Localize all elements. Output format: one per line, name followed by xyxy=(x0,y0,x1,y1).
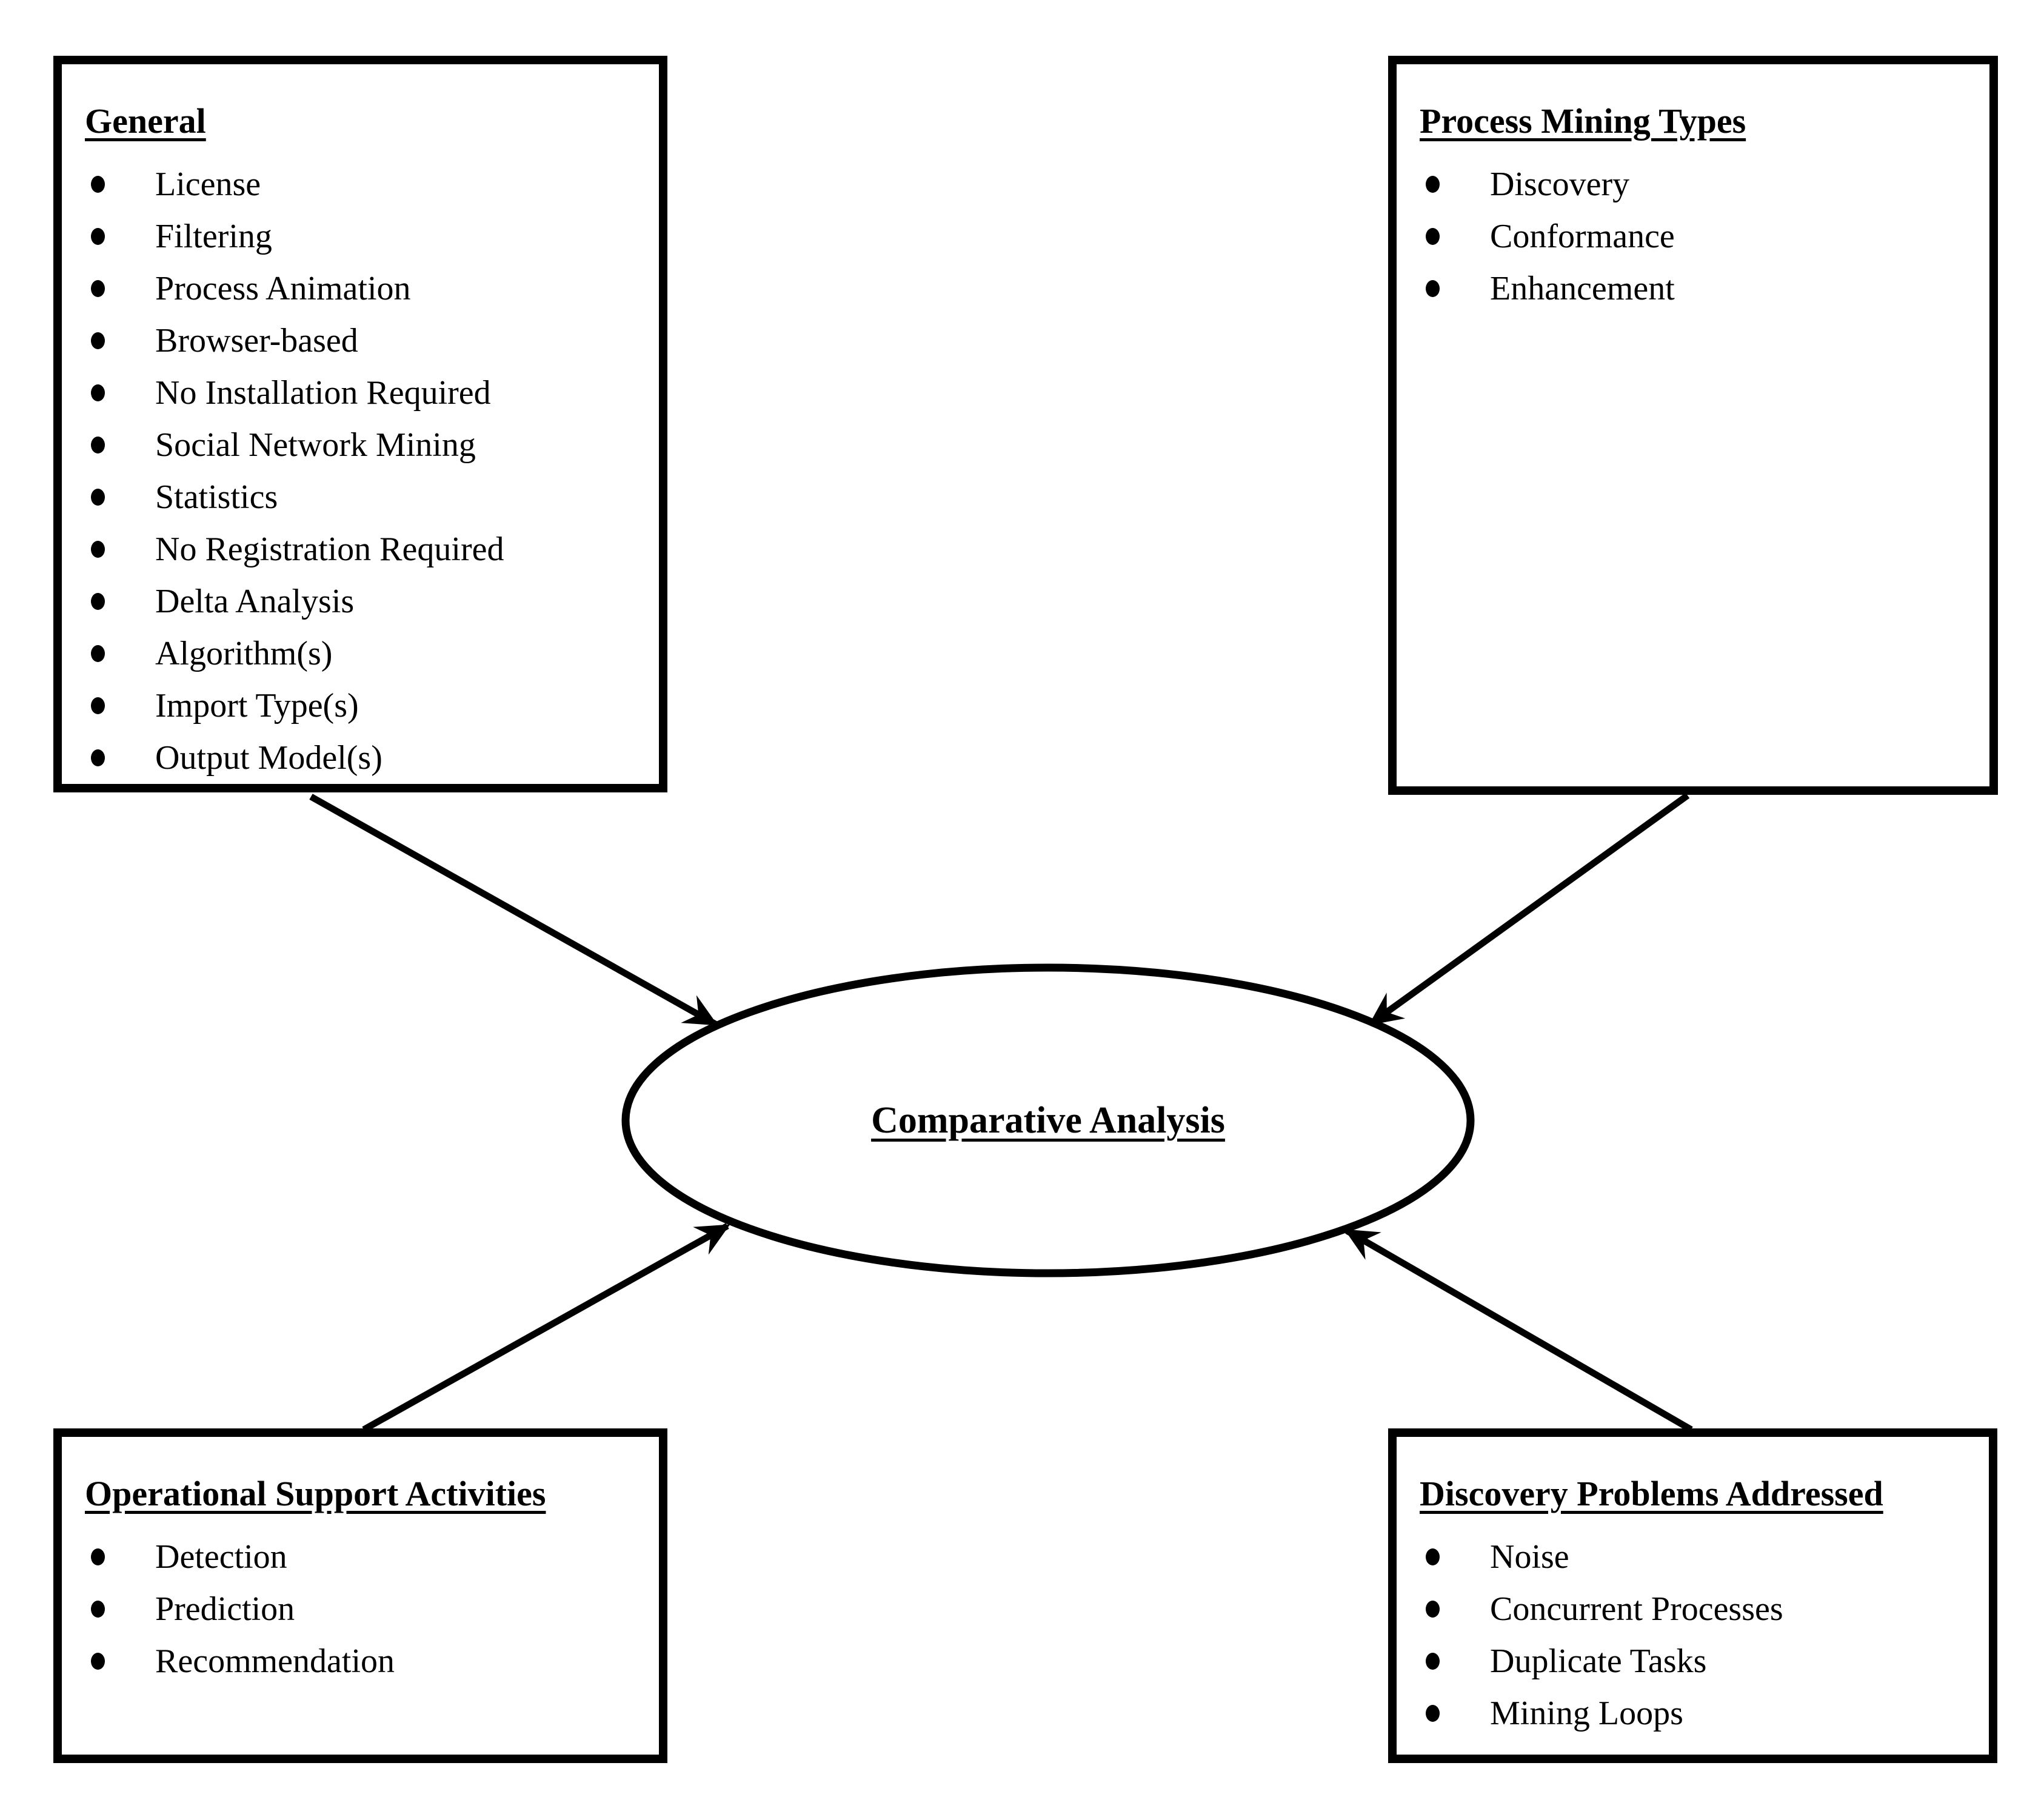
list-item: Delta Analysis xyxy=(91,575,653,628)
arrow-discovery-problems-addressed-to-center xyxy=(1344,1228,1693,1433)
box-title: General xyxy=(85,101,206,141)
list-item: Statistics xyxy=(91,471,653,523)
arrow-general-to-center xyxy=(309,794,718,1027)
arrow-process-mining-types-to-center xyxy=(1368,792,1690,1026)
list-item: Output Model(s) xyxy=(91,732,653,784)
box-title: Process Mining Types xyxy=(1420,101,1746,141)
list-item: Mining Loops xyxy=(1426,1687,1983,1739)
list-item: Discovery xyxy=(1426,158,1983,210)
list-item: Social Network Mining xyxy=(91,419,653,471)
list-item: License xyxy=(91,158,653,210)
list-item: Algorithm(s) xyxy=(91,628,653,680)
box-title: Discovery Problems Addressed xyxy=(1420,1474,1883,1513)
list-item: No Installation Required xyxy=(91,367,653,419)
list-item: Noise xyxy=(1426,1531,1983,1583)
list-item: Detection xyxy=(91,1531,653,1583)
list-item: Browser-based xyxy=(91,315,653,367)
list-item: Conformance xyxy=(1426,210,1983,263)
list-item: Concurrent Processes xyxy=(1426,1583,1983,1635)
center-label: Comparative Analysis xyxy=(871,1100,1225,1141)
arrow-operational-support-activities-to-center xyxy=(362,1223,730,1433)
list-item: Import Type(s) xyxy=(91,680,653,732)
list-item: Recommendation xyxy=(91,1635,653,1687)
box-operational-support-activities: Operational Support Activities Detection… xyxy=(53,1428,667,1763)
list-item: No Registration Required xyxy=(91,523,653,575)
box-title: Operational Support Activities xyxy=(85,1474,546,1513)
list-item: Duplicate Tasks xyxy=(1426,1635,1983,1687)
list-item: Process Animation xyxy=(91,263,653,315)
list-item: Enhancement xyxy=(1426,263,1983,315)
list-item: Prediction xyxy=(91,1583,653,1635)
list-item: Filtering xyxy=(91,210,653,263)
